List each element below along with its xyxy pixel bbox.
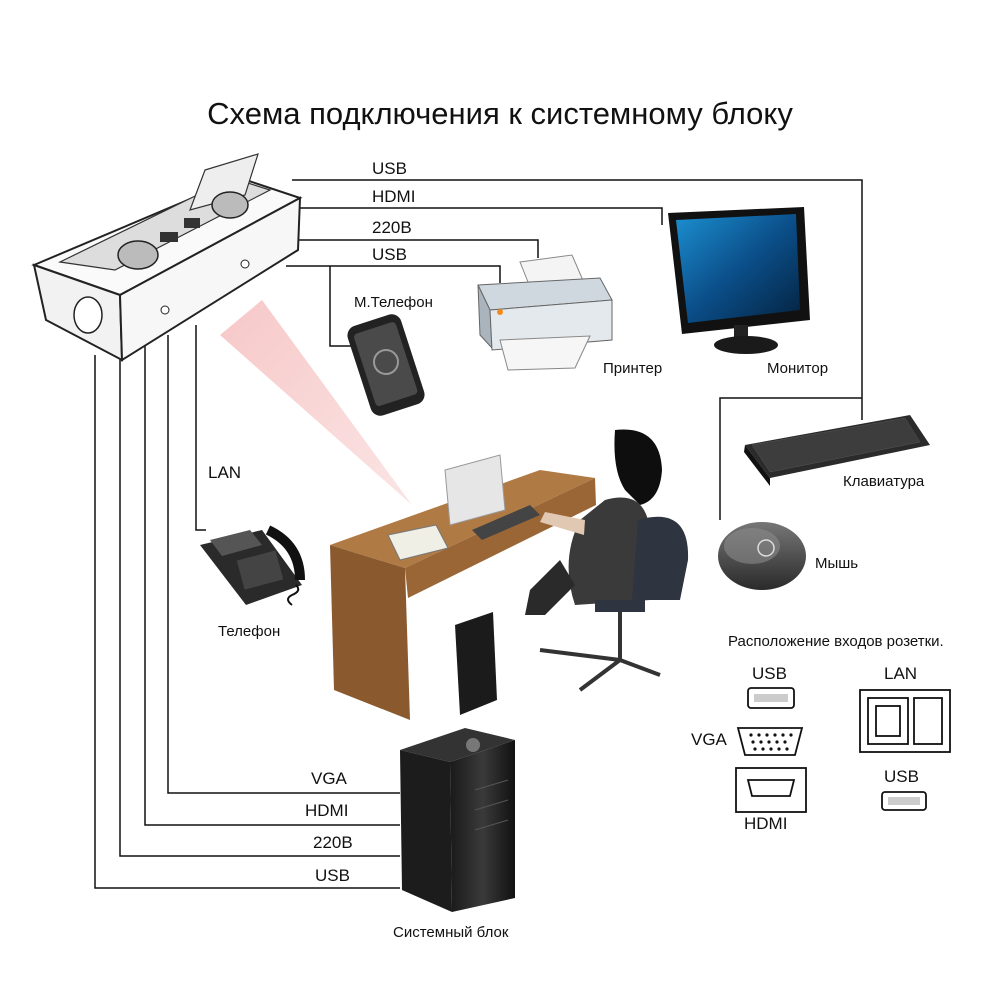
lan-port-icon — [859, 689, 951, 753]
signal-beam — [220, 300, 412, 505]
pc-wires — [94, 335, 400, 889]
desk-phone-illustration — [200, 525, 305, 606]
monitor-illustration — [668, 207, 810, 354]
wire-label-vga-pc: VGA — [311, 769, 347, 788]
wire-lan-phone — [195, 325, 206, 531]
popup-socket-unit — [31, 153, 303, 362]
wire-usb-keyboard — [292, 179, 863, 420]
mobile-phone-illustration — [347, 314, 425, 416]
wire-vga-pc — [167, 335, 400, 794]
wire-label-usb-pc: USB — [315, 866, 350, 885]
wire-hdmi-pc — [144, 342, 400, 826]
hdmi-port-icon — [735, 767, 807, 813]
label-monitor: Монитор — [767, 360, 829, 377]
printer-illustration — [477, 254, 613, 371]
label-system-unit: Системный блок — [393, 924, 509, 941]
socket-wires — [195, 179, 863, 531]
legend-label-lan: LAN — [884, 664, 918, 683]
system-unit-illustration — [400, 728, 515, 912]
wire-label-usb-top: USB — [372, 159, 407, 178]
desk-illustration — [330, 454, 596, 720]
legend-title: Расположение входов розетки. — [728, 633, 944, 650]
legend-label-hdmi: HDMI — [744, 814, 788, 833]
wire-label-lan: LAN — [208, 463, 242, 482]
label-mobile-phone: М.Телефон — [354, 294, 433, 311]
wire-label-hdmi-top: HDMI — [372, 187, 416, 206]
wire-label-220-pc: 220В — [313, 833, 353, 852]
wire-usb-pc — [94, 355, 400, 889]
legend-label-vga: VGA — [691, 730, 727, 749]
wire-220-pc — [119, 350, 400, 857]
wire-hdmi-monitor — [292, 207, 663, 225]
wire-mouse — [719, 397, 862, 520]
diagram-title: Схема подключения к системному блоку — [207, 96, 793, 131]
label-mouse: Мышь — [815, 555, 859, 572]
mouse-illustration — [718, 522, 806, 590]
usb-port-icon-2 — [881, 791, 927, 811]
usb-port-icon-1 — [747, 687, 795, 709]
wire-mobile — [329, 266, 360, 347]
wire-label-220-top: 220В — [372, 218, 412, 237]
wire-220-printer — [286, 239, 539, 258]
legend-label-usb-2: USB — [884, 767, 919, 786]
legend-label-usb-1: USB — [752, 664, 787, 683]
wire-label-usb-second: USB — [372, 245, 407, 264]
wire-usb-printer — [286, 265, 501, 283]
label-desk-phone: Телефон — [218, 623, 281, 640]
person-at-desk-illustration — [525, 429, 689, 692]
wire-label-hdmi-pc: HDMI — [305, 801, 349, 820]
label-printer: Принтер — [603, 360, 663, 377]
keyboard-illustration — [744, 415, 930, 486]
label-keyboard: Клавиатура — [843, 473, 925, 490]
legend-connectors — [735, 687, 951, 813]
